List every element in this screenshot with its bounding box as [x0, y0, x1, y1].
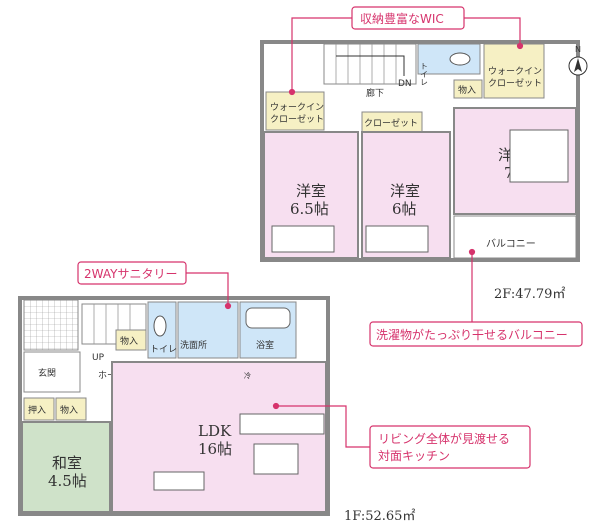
- 1f-japanese-room: [21, 421, 111, 513]
- 2f-room-6-name: 洋室: [390, 182, 420, 200]
- 1f-storage-small-label: 物入: [60, 404, 78, 416]
- 2f-room-6-5-size: 6.5帖: [290, 200, 329, 218]
- 2f-down-label: DN: [398, 79, 412, 89]
- 1f-ldk-size: 16帖: [198, 440, 232, 458]
- callout-balcony-text: 洗濯物がたっぷり干せるバルコニー: [376, 327, 568, 342]
- 1f-ldk: [111, 361, 327, 513]
- 1f-toilet-bowl-icon: [153, 315, 167, 337]
- 1f-sofa-icon: [153, 471, 205, 491]
- 1f-japanese-room-size: 4.5帖: [48, 472, 87, 490]
- 2f-walkin-right-line2: クローゼット: [488, 77, 542, 89]
- 1f-dining-table-icon: [253, 443, 299, 475]
- 2f-balcony-label: バルコニー: [486, 238, 536, 250]
- 2f-room-6-size: 6帖: [392, 200, 417, 218]
- 2f-room-6-5-name: 洋室: [296, 182, 326, 200]
- 1f-storage-top: [115, 329, 147, 351]
- 2f-walkin-right-line1: ウォークイン: [488, 66, 542, 77]
- 2f-walkin-left: [265, 91, 325, 131]
- compass-arrow-icon: [574, 58, 582, 72]
- 2f-stairs: [323, 43, 417, 85]
- 1f-bathroom-label: 浴室: [256, 339, 274, 351]
- floor-1f: UP 物入 トイレ 洗面所 浴室 玄関 ホール 押入 物入 和室 4.5帖 LD…: [18, 296, 415, 524]
- 1f-area: 1F:52.65㎡: [344, 509, 415, 524]
- compass: N: [568, 45, 588, 76]
- 1f-washroom: [177, 301, 239, 359]
- 2f-storage-label: 物入: [458, 84, 476, 96]
- 2f-walkin-left-line2: クローゼット: [270, 113, 324, 125]
- 1f-washroom-label: 洗面所: [180, 339, 207, 351]
- floor-2f: DN トイレ ウォークイン クローゼット 物入 廊下 ウォークイン クローゼット…: [260, 40, 580, 302]
- callout-kitchen-text-2: 対面キッチン: [378, 449, 450, 463]
- callout-kitchen-text-1: リビング全体が見渡せる: [378, 431, 510, 446]
- 1f-bathtub-icon: [245, 307, 291, 329]
- callout-balcony-box: [369, 321, 583, 347]
- 1f-japanese-room-name: 和室: [52, 454, 82, 472]
- 1f-storage-top-label: 物入: [120, 335, 138, 347]
- 1f-genkan-label: 玄関: [38, 367, 56, 379]
- callouts: [77, 6, 583, 469]
- 2f-corridor-label: 廊下: [366, 87, 384, 99]
- 2f-bed2-icon: [365, 225, 429, 253]
- 1f-entrance-tile: [23, 299, 79, 351]
- callout-wic-text: 収納豊富なWIC: [360, 11, 444, 26]
- 2f-area: 2F:47.79㎡: [494, 287, 565, 302]
- 1f-toilet-label: トイレ: [150, 345, 177, 355]
- 2f-toilet-label: トイレ: [420, 62, 429, 86]
- 2f-bed1-icon: [271, 225, 335, 253]
- 1f-oshiire: [23, 397, 55, 421]
- 2f-toilet-bowl-icon: [449, 52, 471, 66]
- 1f-ldk-name: LDK: [198, 422, 232, 440]
- 1f-kitchen-counter-icon: [239, 413, 325, 435]
- 1f-storage-small: [55, 397, 87, 421]
- 2f-bed3-icon: [509, 129, 569, 183]
- 2f-storage: [453, 79, 483, 99]
- 2f-closet-label: クローゼット: [364, 117, 418, 129]
- 2f-walkin-right: [483, 43, 545, 99]
- 1f-up-label: UP: [92, 353, 105, 363]
- 1f-oshiire-label: 押入: [28, 404, 46, 416]
- 1f-fridge-mark: 冷: [244, 371, 251, 380]
- 2f-walkin-left-line1: ウォークイン: [270, 102, 324, 113]
- 1f-genkan: [23, 351, 81, 393]
- callout-sanitary-text: 2WAYサニタリー: [84, 267, 177, 281]
- compass-north-label: N: [575, 45, 581, 54]
